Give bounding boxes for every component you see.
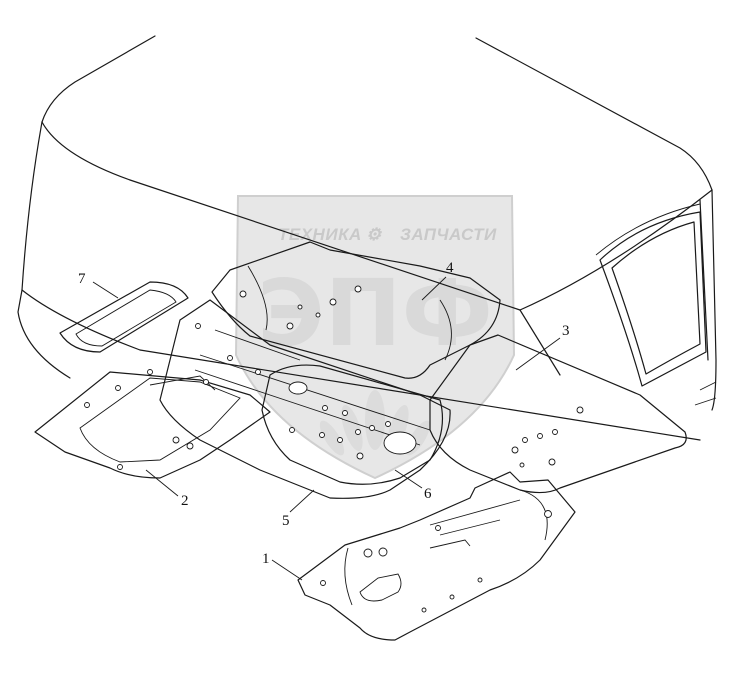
callout-2: 2 <box>145 469 189 509</box>
part-7-hatch <box>59 281 189 353</box>
callout-1: 1 <box>262 551 303 581</box>
callout-3: 3 <box>515 323 570 371</box>
callout-6-label: 6 <box>424 486 432 502</box>
callout-7: 7 <box>78 271 119 299</box>
callout-4: 4 <box>421 260 454 301</box>
part-3-right-mat <box>429 334 687 494</box>
part-1-front-mat <box>297 471 576 641</box>
part-2-left-mat <box>34 369 271 479</box>
part-6-center-piece <box>261 364 444 485</box>
part-5-center-mat <box>159 299 451 499</box>
callouts: 1 2 3 4 5 6 7 <box>78 260 570 581</box>
callout-3-label: 3 <box>562 323 570 339</box>
gear-icon: ⚙ <box>366 225 382 244</box>
callout-7-label: 7 <box>78 271 86 287</box>
watermark-brand-left: ТЕХНИКА <box>278 225 362 244</box>
callout-2-label: 2 <box>181 493 189 509</box>
callout-4-label: 4 <box>446 260 454 276</box>
callout-6: 6 <box>394 469 432 502</box>
callout-1-label: 1 <box>262 551 270 567</box>
callout-5: 5 <box>282 489 315 529</box>
door-window <box>599 211 707 387</box>
callout-5-label: 5 <box>282 513 290 529</box>
watermark: ТЕХНИКА ⚙ ЗАПЧАСТИ ЭПФ <box>234 195 516 480</box>
part-4-upper-mat <box>211 241 501 379</box>
watermark-brand-right: ЗАПЧАСТИ <box>400 225 497 244</box>
cab-outline <box>17 35 717 441</box>
